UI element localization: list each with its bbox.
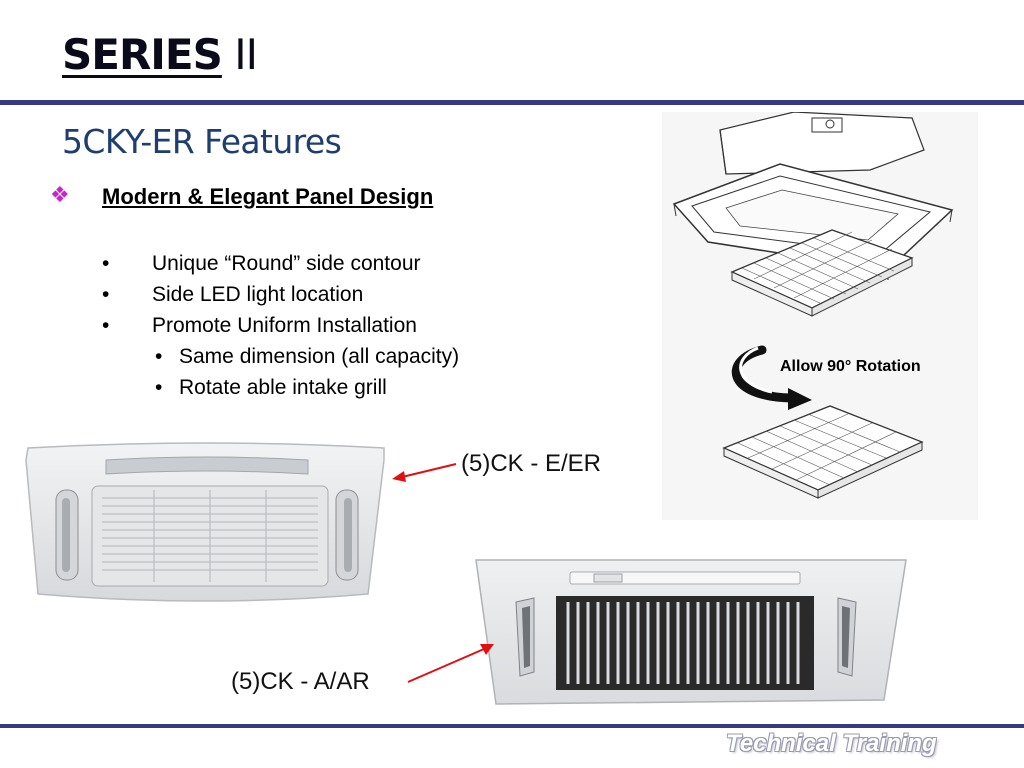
sub-list-item: • Rotate able intake grill xyxy=(155,376,387,400)
model-label-ar: (5)CK - A/AR xyxy=(231,668,370,695)
bullet-dot-icon: • xyxy=(102,314,110,337)
slide-title-number: II xyxy=(221,30,258,79)
bullet-dot-icon: • xyxy=(102,252,110,275)
bullet-text: Unique “Round” side contour xyxy=(152,252,421,275)
sub-list-item: • Same dimension (all capacity) xyxy=(155,345,459,369)
bullet-dot-icon: • xyxy=(102,283,110,306)
bottom-divider xyxy=(0,724,1024,728)
sub-bullet-text: Same dimension (all capacity) xyxy=(179,345,460,368)
list-item: • Unique “Round” side contour xyxy=(102,252,421,276)
list-item: • Side LED light location xyxy=(102,283,363,307)
footer-branding: Technical Training xyxy=(726,730,937,757)
arrow-er-icon xyxy=(392,463,457,482)
bullet-text: Side LED light location xyxy=(152,283,364,306)
model-label-er: (5)CK - E/ER xyxy=(461,450,602,477)
feature-heading: Modern & Elegant Panel Design xyxy=(102,184,434,209)
slide-title-series: SERIES xyxy=(62,30,223,79)
cassette-ar-photo xyxy=(475,559,907,705)
arrow-ar-icon xyxy=(407,644,494,683)
top-divider xyxy=(0,100,1024,105)
cassette-er-photo xyxy=(25,442,385,602)
bullet-dot-icon: • xyxy=(155,345,163,368)
bullet-dot-icon: • xyxy=(155,376,163,399)
list-item: • Promote Uniform Installation xyxy=(102,314,417,338)
diamond-bullet-icon: ❖ xyxy=(50,182,70,207)
bullet-text: Promote Uniform Installation xyxy=(152,314,417,337)
slide-subtitle: 5CKY-ER Features xyxy=(62,122,342,161)
cassette-line-drawing xyxy=(662,112,978,520)
slide-title: SERIES II xyxy=(62,30,258,79)
sub-bullet-text: Rotate able intake grill xyxy=(179,376,387,399)
rotation-label: Allow 90° Rotation xyxy=(780,358,921,375)
